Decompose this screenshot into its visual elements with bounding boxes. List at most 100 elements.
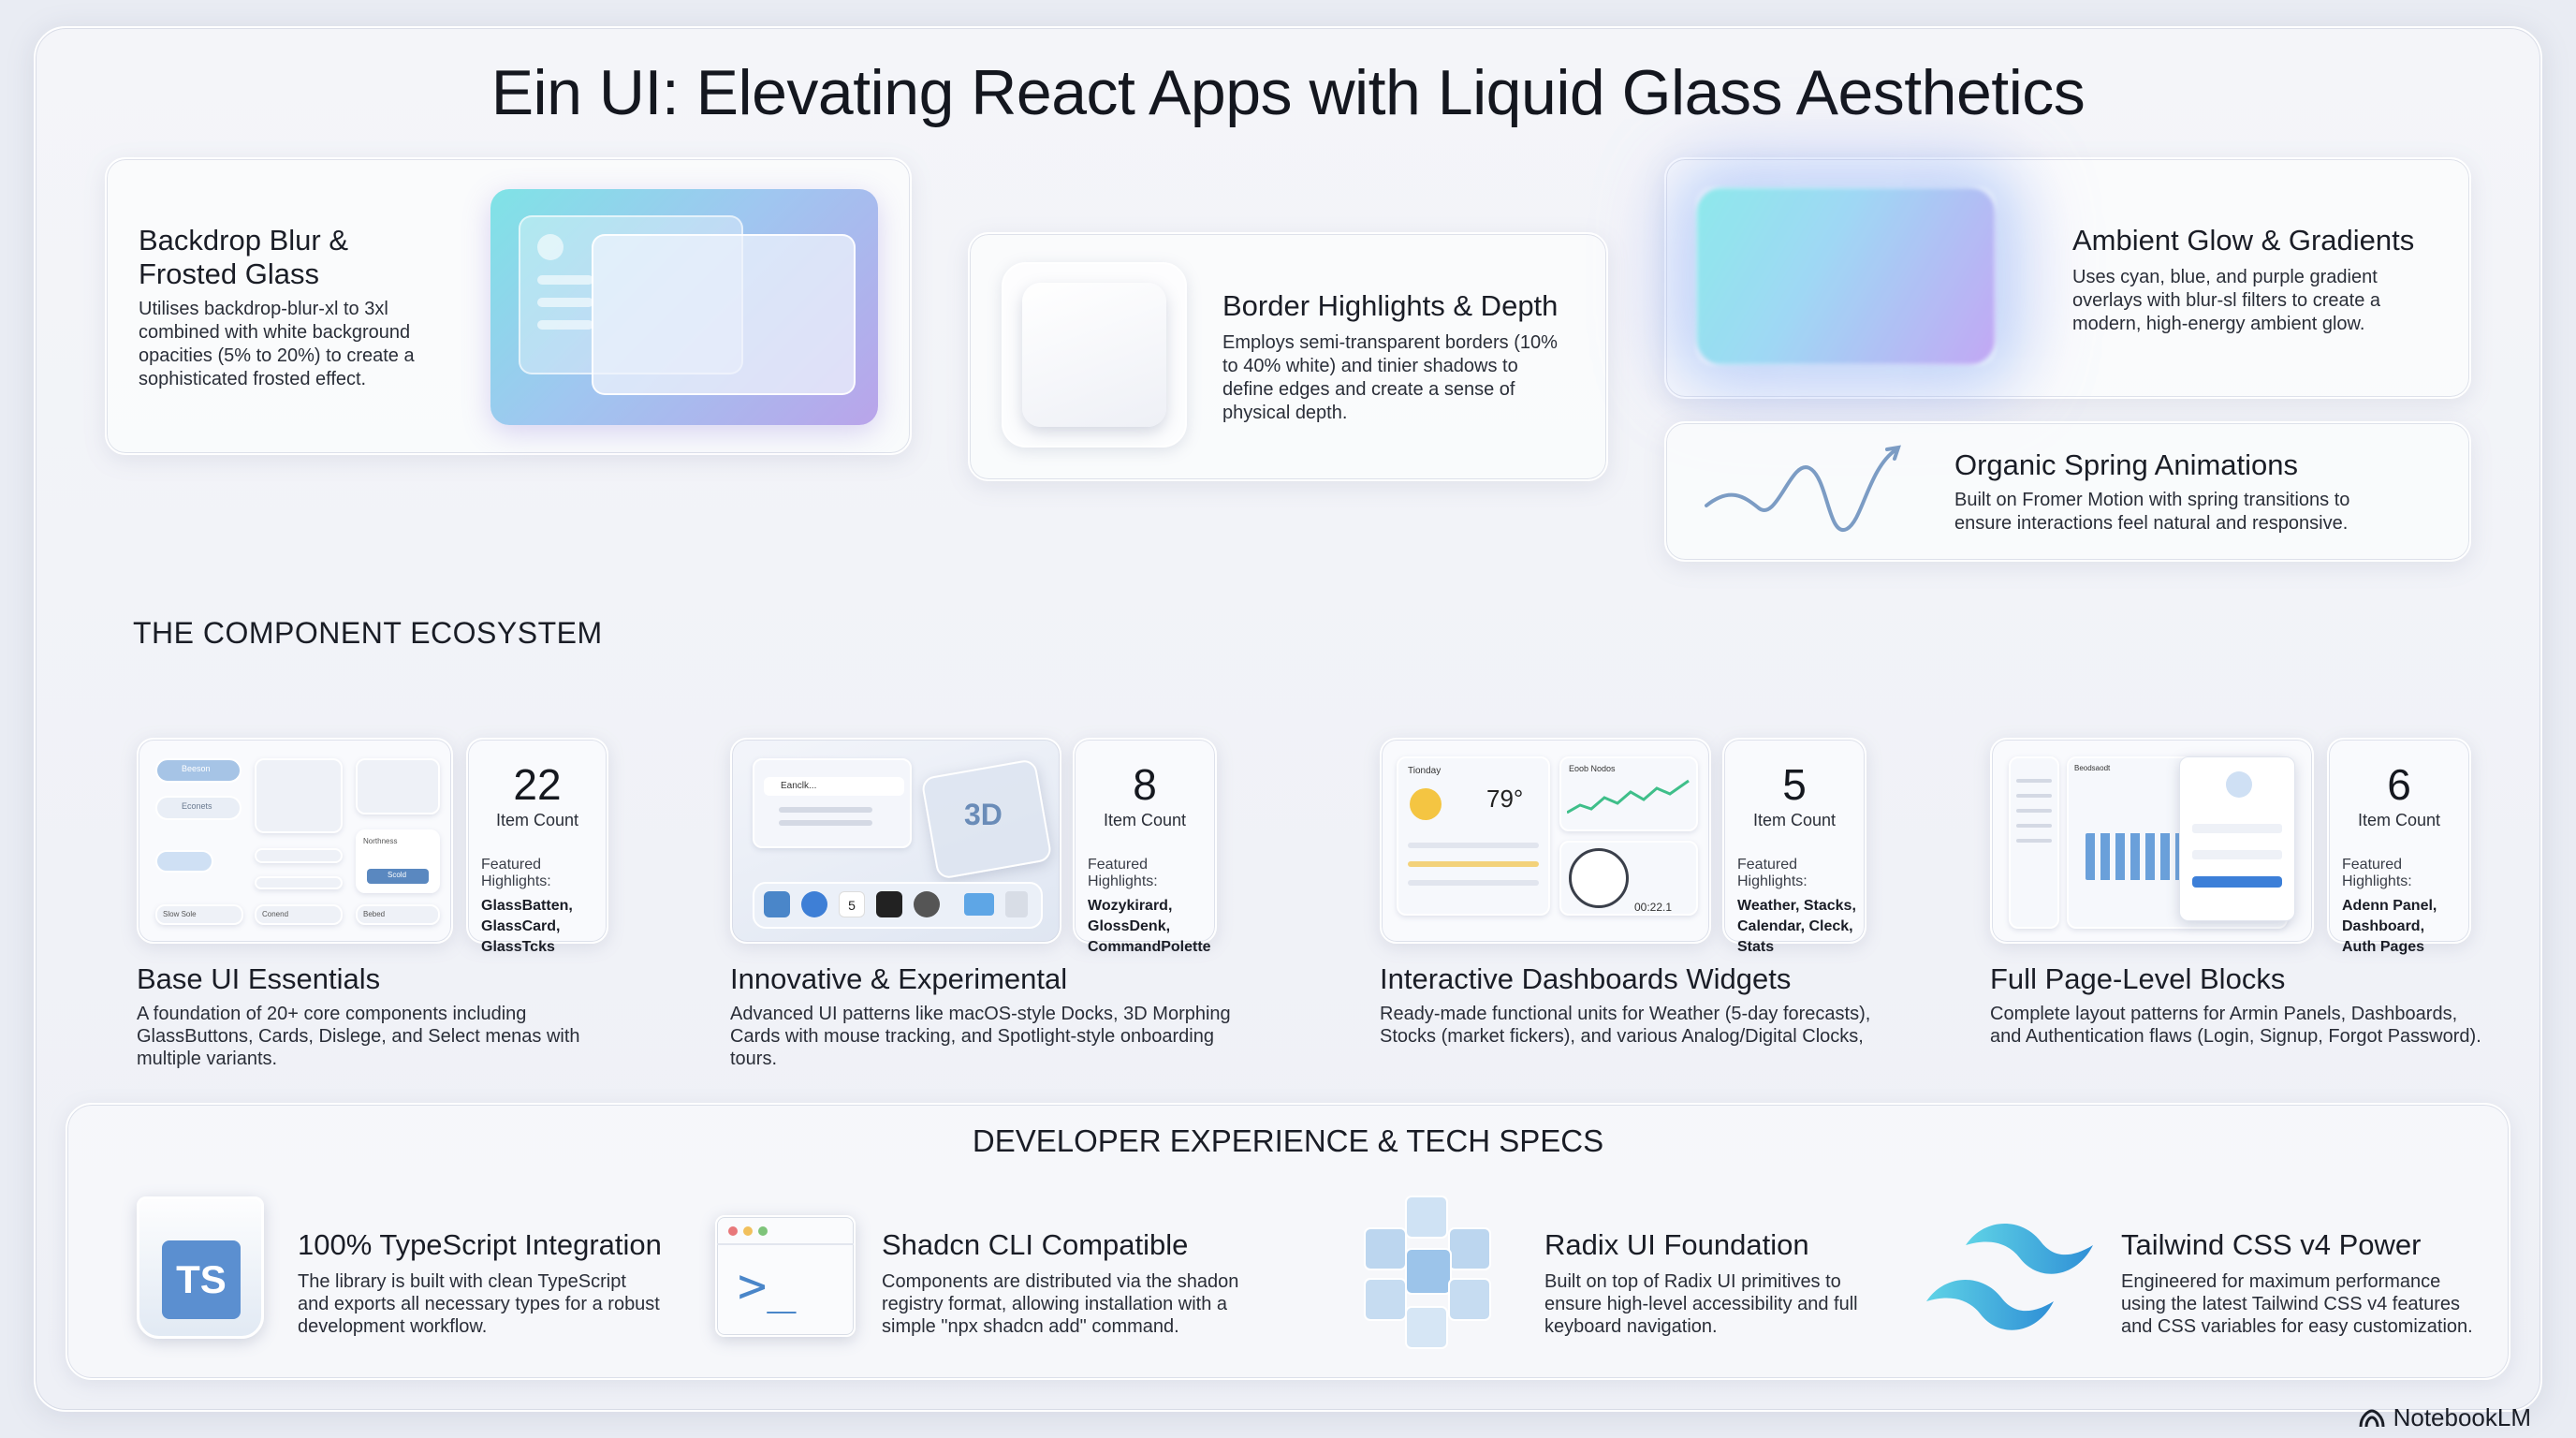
featured-value: Wozykirard, [1088, 898, 1173, 914]
item-count-label: Item Count [2357, 811, 2441, 829]
feature-desc: modern, high-energy ambient glow. [2072, 314, 2365, 334]
eco-desc: Ready-made functional units for Weather … [1380, 1004, 1871, 1024]
base-ui-count-card: 22 Item Count Featured Highlights: Glass… [466, 738, 608, 955]
eco-title: Innovative & Experimental [730, 962, 1068, 995]
dev-desc: registry format, allowing installation w… [882, 1294, 1228, 1314]
eco-title: Full Page-Level Blocks [1990, 962, 2286, 995]
terminal-window-icon: >_ [715, 1215, 856, 1337]
featured-label: Featured Highlights: [1088, 857, 1158, 889]
feature-desc: Uses cyan, blue, and purple gradient [2072, 267, 2378, 287]
dev-desc: ensure high-level accessibility and full [1544, 1294, 1858, 1314]
featured-value: GlassCard, [481, 918, 561, 934]
eco-desc: and Authentication flaws (Login, Signup,… [1990, 1026, 2481, 1047]
feature-desc: overlays with blur-sl filters to create … [2072, 290, 2381, 311]
feature-desc: physical depth. [1222, 403, 1348, 423]
thumb-label: Bebed [363, 910, 386, 918]
feature-desc: combined with white background [139, 322, 411, 343]
dev-desc: Engineered for maximum performance [2121, 1271, 2441, 1292]
featured-value: Adenn Panel, [2342, 898, 2437, 914]
dev-desc: keyboard navigation. [1544, 1316, 1718, 1337]
feature-desc: ensure interactions feel natural and res… [1954, 513, 2349, 534]
terminal-icon [876, 891, 902, 917]
feature-desc: to 40% white) and tinier shadows to [1222, 356, 1518, 376]
footer-brand: NotebookLM [2358, 1403, 2531, 1432]
footer-brand-label: NotebookLM [2393, 1403, 2531, 1431]
thumb-label: Scold [388, 871, 407, 879]
analog-clock-icon [1569, 848, 1629, 908]
feature-desc: opacities (5% to 20%) to create a [139, 345, 415, 366]
eco-desc: Cards with mouse tracking, and Spotlight… [730, 1026, 1214, 1047]
weather-sun-icon [1410, 788, 1442, 820]
terminal-prompt: >_ [738, 1258, 797, 1314]
page-blocks-count-card: 6 Item Count Featured Highlights: Adenn … [2327, 738, 2471, 955]
weather-temp: 79° [1486, 785, 1524, 813]
developer-heading: DEVELOPER EXPERIENCE & TECH SPECS [972, 1123, 1604, 1158]
dev-desc: The library is built with clean TypeScri… [298, 1271, 626, 1292]
dev-title: Tailwind CSS v4 Power [2121, 1228, 2422, 1261]
featured-value: Stats [1737, 939, 1775, 955]
featured-value: GlossDenk, [1088, 918, 1171, 934]
dev-desc: development workflow. [298, 1316, 488, 1337]
thumb-label: Eanclk... [781, 781, 817, 791]
eco-desc: Advanced UI patterns like macOS-style Do… [730, 1004, 1231, 1024]
dashboard-widgets-thumbnail: Tionday 79° Eoob Nodos 00:22.1 [1380, 738, 1711, 944]
featured-value: Weather, Stacks, [1737, 898, 1856, 914]
feature-title: Backdrop Blur & [139, 224, 348, 257]
featured-label: Featured Highlights: [1737, 857, 1808, 889]
base-ui-thumbnail: Beeson Econets Northness Scold Slow Sole… [137, 738, 453, 944]
thumb-label: Eoob Nodos [1569, 764, 1616, 773]
thumb-label: Econets [182, 801, 212, 811]
dev-title: Shadcn CLI Compatible [882, 1228, 1189, 1261]
feature-title: Ambient Glow & Gradients [2072, 224, 2415, 257]
experimental-thumbnail: Eanclk... 3D 5 [730, 738, 1061, 944]
feature-title: Organic Spring Animations [1954, 448, 2299, 481]
developer-section [66, 1103, 2510, 1380]
cubes-icon [1364, 1196, 1491, 1349]
dev-title: 100% TypeScript Integration [298, 1228, 662, 1261]
feature-desc: Built on Fromer Motion with spring trans… [1954, 490, 2350, 510]
page-blocks-thumbnail: Beodsaodt [1990, 738, 2314, 944]
frosted-glass-illustration [490, 189, 878, 425]
dev-desc: and exports all necessary types for a ro… [298, 1294, 660, 1314]
ecosystem-heading: THE COMPONENT ECOSYSTEM [133, 616, 603, 650]
feature-desc: Utilises backdrop-blur-xl to 3xl [139, 299, 388, 319]
typescript-icon-label: TS [162, 1240, 241, 1319]
thumb-label: Slow Sole [163, 910, 197, 918]
depth-square-illustration [1002, 262, 1187, 448]
featured-label: Featured Highlights: [2342, 857, 2412, 889]
folder-icon [964, 893, 994, 916]
item-count-label: Item Count [495, 811, 579, 829]
feature-desc: define edges and create a sense of [1222, 379, 1515, 400]
eco-desc: Complete layout patterns for Armin Panel… [1990, 1004, 2458, 1024]
3d-card-icon: 3D [964, 798, 1003, 831]
dev-desc: simple "npx shadcn add" command. [882, 1316, 1179, 1337]
eco-title: Interactive Dashboards Widgets [1380, 962, 1792, 995]
featured-value: Calendar, Cleck, [1737, 918, 1853, 934]
dev-desc: Built on top of Radix UI primitives to [1544, 1271, 1841, 1292]
dev-desc: and CSS variables for easy customization… [2121, 1316, 2473, 1337]
bar-chart-icon [2086, 833, 2188, 880]
featured-value: CommandPolette [1088, 939, 1211, 955]
item-count: 22 [513, 760, 562, 809]
item-count: 6 [2387, 760, 2411, 809]
feature-title: Border Highlights & Depth [1222, 289, 1559, 322]
page-title: Ein UI: Elevating React Apps with Liquid… [490, 57, 2086, 128]
item-count-label: Item Count [1752, 811, 1837, 829]
trash-icon [1005, 891, 1028, 917]
featured-value: Dashboard, [2342, 918, 2425, 934]
featured-value: Auth Pages [2342, 939, 2425, 955]
experimental-count-card: 8 Item Count Featured Highlights: Wozyki… [1073, 738, 1217, 955]
eco-desc: tours. [730, 1049, 778, 1069]
dev-title: Radix UI Foundation [1544, 1228, 1809, 1261]
item-count-label: Item Count [1103, 811, 1187, 829]
spring-curve-icon [1705, 445, 1901, 532]
thumb-label: Tionday [1408, 766, 1442, 776]
eco-desc: A foundation of 20+ core components incl… [137, 1004, 527, 1024]
eco-title: Base UI Essentials [137, 962, 381, 995]
featured-value: GlassTcks [481, 939, 555, 955]
tailwind-wave-icon [1926, 1223, 2093, 1330]
eco-desc: GlassButtons, Cards, Dislege, and Select… [137, 1026, 580, 1047]
item-count: 5 [1782, 760, 1807, 809]
thumb-label: Conend [262, 910, 289, 918]
digital-clock: 00:22.1 [1634, 901, 1673, 914]
